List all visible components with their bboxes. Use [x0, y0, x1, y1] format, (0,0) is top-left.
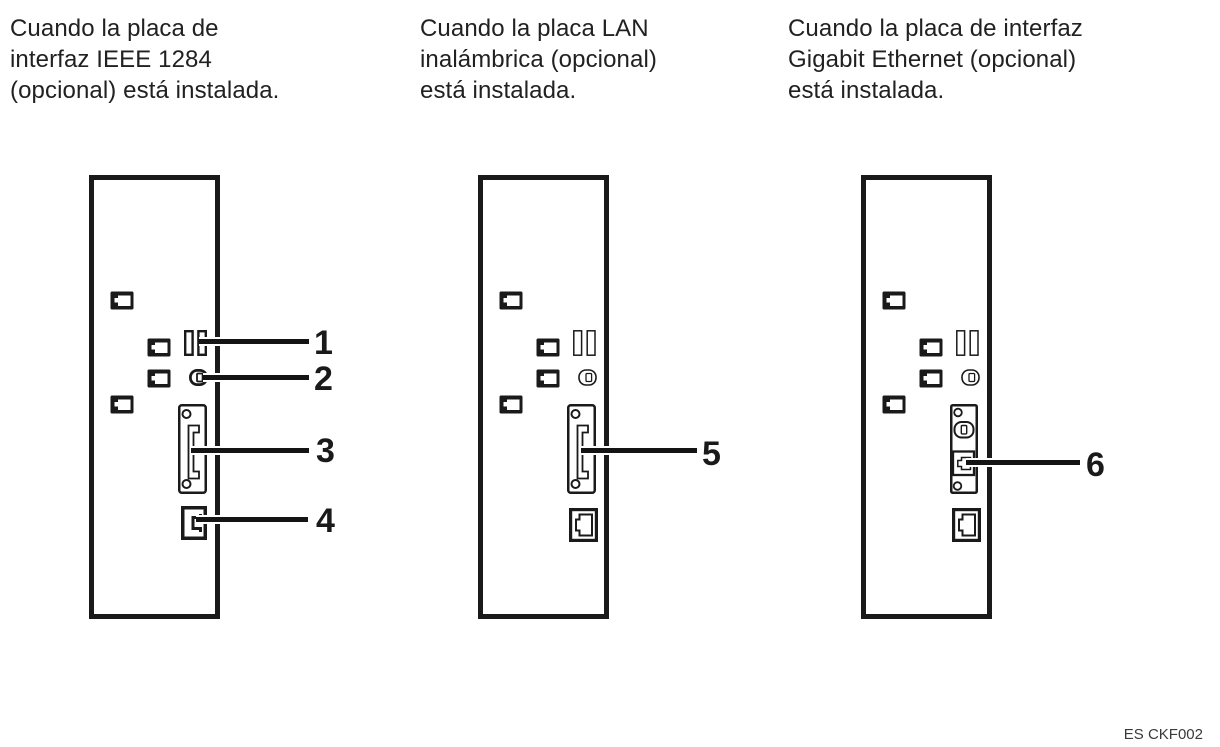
dual-card-slot-icon [573, 330, 596, 356]
modular-jack-icon [110, 395, 134, 414]
modular-jack-icon [536, 369, 560, 388]
modular-jack-icon [919, 338, 943, 357]
callout-leader-line-5 [581, 446, 697, 455]
caption-line: Cuando la placa LAN [420, 15, 649, 42]
usb-port-icon [961, 369, 980, 386]
caption-line: interfaz IEEE 1284 [10, 46, 212, 73]
screw-icon [953, 407, 963, 418]
screw-icon [570, 479, 581, 489]
callout-number: 4 [316, 502, 335, 540]
callout-leader-line-1 [199, 337, 309, 346]
screw-icon [181, 409, 192, 419]
dual-card-slot-icon [956, 330, 979, 356]
caption-line: Gigabit Ethernet (opcional) [788, 46, 1077, 73]
caption-line: está instalada. [420, 77, 577, 104]
modular-jack-icon [499, 395, 523, 414]
modular-jack-icon [919, 369, 943, 388]
modular-jack-icon [499, 291, 523, 310]
callout-leader-line-6 [966, 458, 1080, 467]
caption-line: Cuando la placa de interfaz [788, 15, 1083, 42]
callout-leader-line-2 [203, 373, 309, 382]
controller-panel-wireless-lan [478, 175, 609, 619]
figure-code: ES CKF002 [1123, 726, 1203, 743]
modular-jack-icon [147, 369, 171, 388]
callout-number: 2 [314, 360, 333, 398]
modular-jack-icon [536, 338, 560, 357]
callout-number: 3 [316, 432, 335, 470]
modular-jack-icon [110, 291, 134, 310]
callout-leader-line-3 [191, 446, 309, 455]
callout-number: 5 [702, 435, 721, 473]
callout-leader-line-4 [196, 515, 308, 524]
panel-caption-wireless-lan: Cuando la placa LAN inalámbrica (opciona… [420, 13, 657, 106]
modular-jack-icon [882, 291, 906, 310]
usb-port-icon [578, 369, 597, 386]
caption-line: está instalada. [788, 77, 945, 104]
modular-jack-icon [882, 395, 906, 414]
screw-icon [570, 409, 581, 419]
caption-line: Cuando la placa de [10, 15, 219, 42]
usb-port-icon [189, 369, 208, 386]
caption-line: inalámbrica (opcional) [420, 46, 657, 73]
gigabit-ethernet-card-icon [950, 404, 978, 494]
callout-number: 6 [1086, 446, 1105, 484]
screw-icon [952, 481, 963, 491]
controller-panel-gigabit-ethernet [861, 175, 992, 619]
controller-panel-ieee1284 [89, 175, 220, 619]
ethernet-port-icon [569, 508, 598, 542]
caption-line: (opcional) está instalada. [10, 77, 280, 104]
modular-jack-icon [147, 338, 171, 357]
ethernet-port-icon [952, 508, 981, 542]
screw-icon [181, 479, 192, 489]
panel-caption-ieee1284: Cuando la placa de interfaz IEEE 1284 (o… [10, 13, 279, 106]
callout-number: 1 [314, 324, 333, 362]
panel-caption-gigabit-ethernet: Cuando la placa de interfaz Gigabit Ethe… [788, 13, 1083, 106]
